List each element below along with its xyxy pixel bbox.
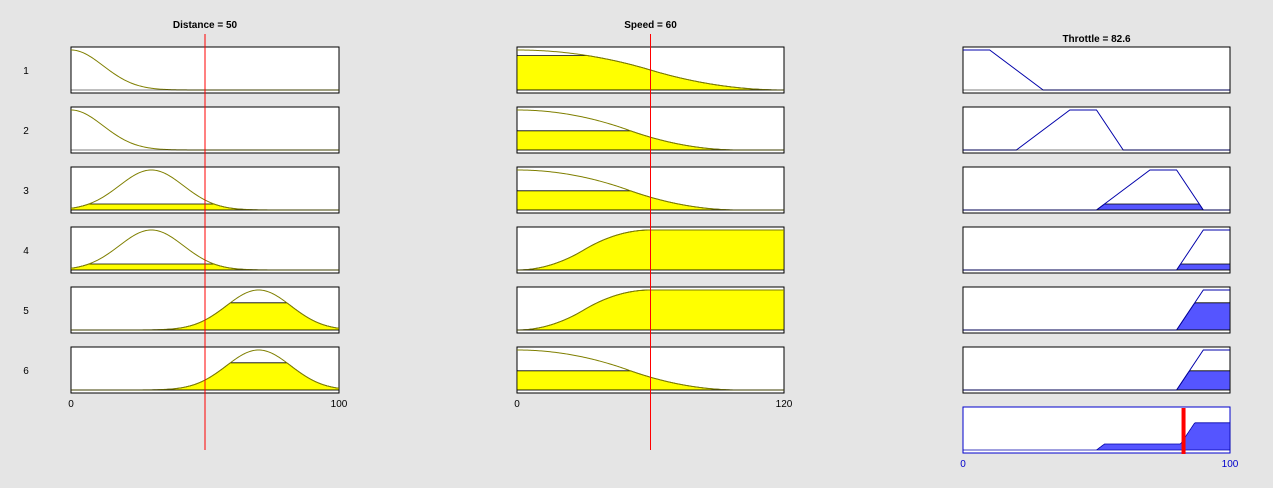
throttle-title: Throttle = 82.6 (1062, 34, 1131, 45)
rule-number-6: 6 (23, 366, 29, 377)
distance-title: Distance = 50 (173, 20, 238, 31)
throttle-tick-max: 100 (1222, 459, 1239, 470)
distance-tick-max: 100 (331, 399, 348, 410)
throttle-rule-2-panel (962, 106, 1231, 154)
rule-number-1: 1 (23, 66, 29, 77)
speed-tick-max: 120 (776, 399, 793, 410)
throttle-rule-1-panel (962, 46, 1231, 94)
rule-number-5: 5 (23, 306, 29, 317)
distance-tick-min: 0 (68, 399, 74, 410)
speed-title: Speed = 60 (624, 20, 677, 31)
rule-number-2: 2 (23, 126, 29, 137)
throttle-tick-min: 0 (960, 459, 966, 470)
aggregate-output-area (963, 422, 1231, 451)
rule-number-3: 3 (23, 186, 29, 197)
speed-tick-min: 0 (514, 399, 520, 410)
rule-number-4: 4 (23, 246, 29, 257)
